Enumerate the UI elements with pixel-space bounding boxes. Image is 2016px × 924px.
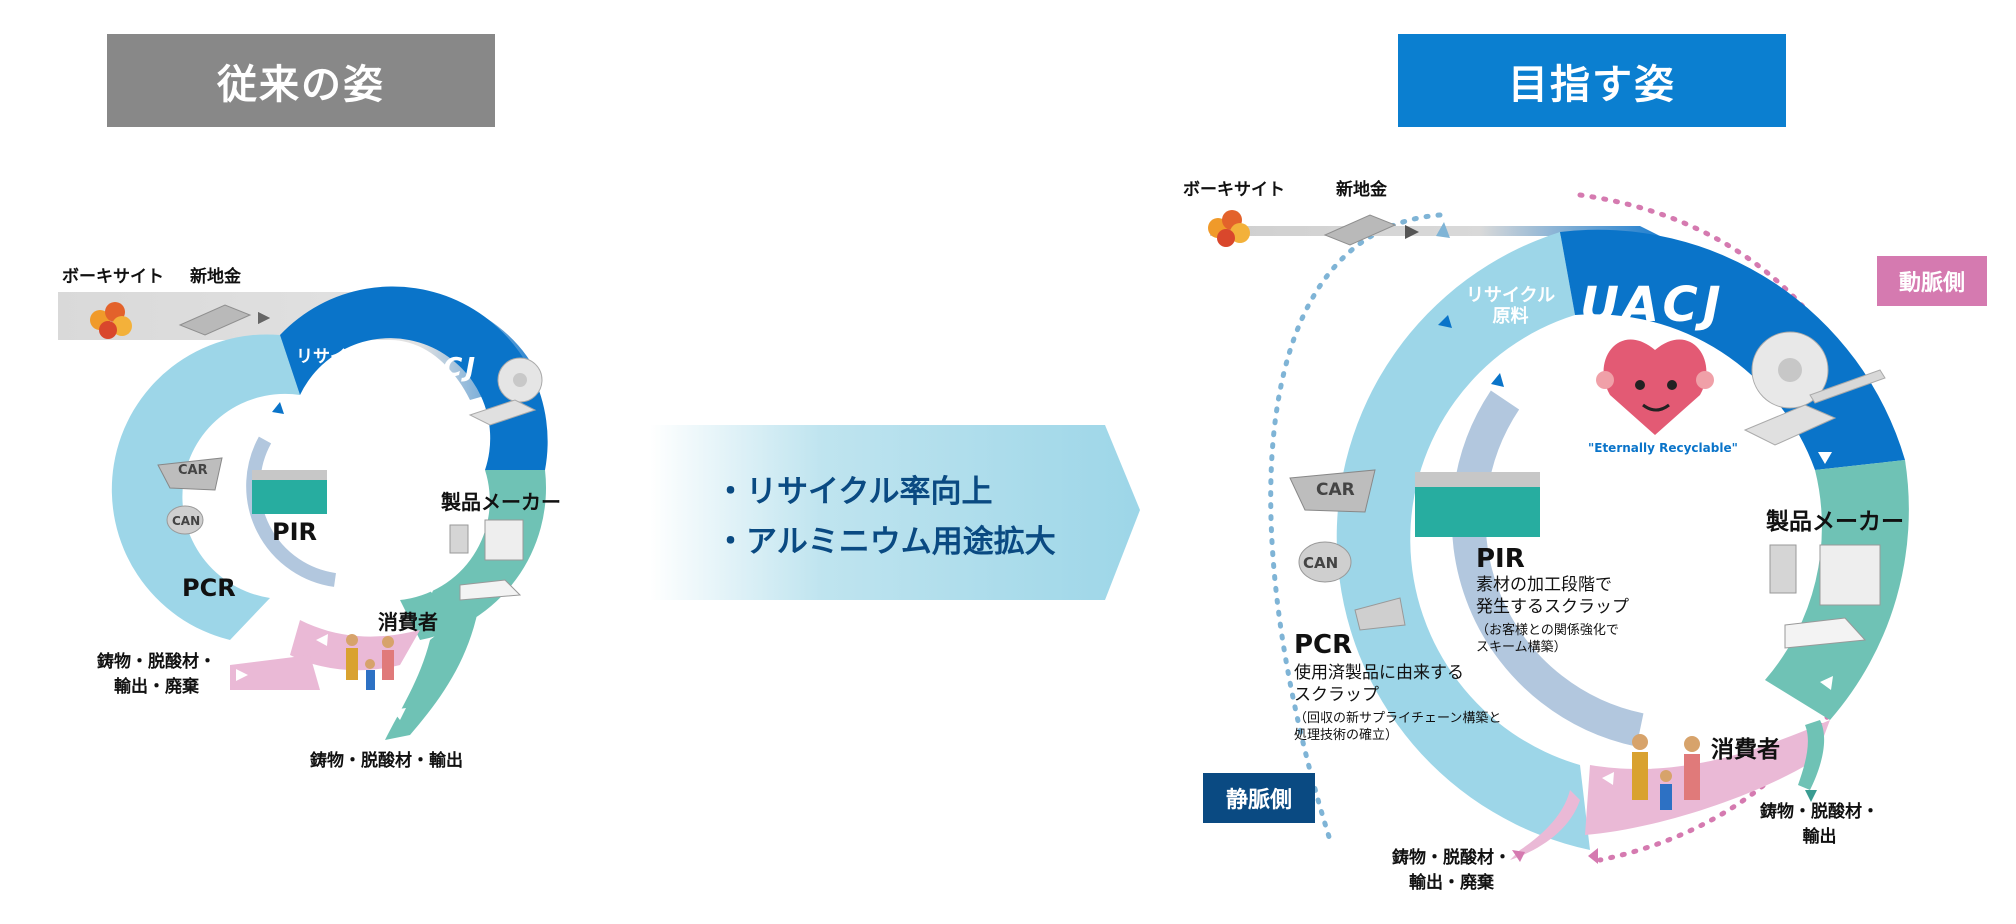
right-header: 目指す姿	[1398, 34, 1786, 127]
left-maker-label: 製品メーカー	[441, 490, 561, 514]
left-bauxite-label: ボーキサイト	[62, 267, 164, 287]
heart-mascot-icon	[1596, 339, 1714, 435]
left-can-label: CAN	[172, 514, 201, 528]
left-plates-icon	[468, 399, 537, 426]
right-bauxite-label: ボーキサイト	[1183, 180, 1285, 200]
left-ingot-label: 新地金	[190, 267, 241, 287]
left-car-icon	[157, 457, 223, 491]
right-cycle	[1208, 192, 1909, 864]
right-consumer-label: 消費者	[1711, 737, 1780, 763]
right-consumer-icon	[1632, 734, 1700, 810]
left-can-product-icon	[449, 524, 469, 554]
right-maker-label: 製品メーカー	[1766, 509, 1904, 535]
left-can-icon	[166, 505, 204, 535]
left-car-label: CAR	[178, 463, 208, 478]
left-building-icon	[484, 519, 524, 561]
right-tagline: "Eternally Recyclable"	[1588, 441, 1738, 455]
right-car-label: CAR	[1316, 480, 1355, 500]
center-bullet-2: ・アルミニウム用途拡大	[715, 524, 1056, 560]
left-car-product-icon	[459, 579, 522, 601]
left-cycle	[58, 286, 548, 740]
right-pcr-desc: 使用済製品に由来するスクラップ	[1294, 663, 1464, 706]
center-arrow	[650, 425, 1140, 600]
right-uacj-logo: UACJ	[1580, 277, 1726, 333]
left-ingot-icon	[178, 304, 252, 336]
left-consumer-icon	[346, 634, 394, 690]
left-uacj-logo: UACJ	[398, 353, 479, 383]
vein-side-tag: 静脈側	[1203, 773, 1315, 823]
right-scrap-icon	[1354, 597, 1406, 631]
right-ingot-icon	[1323, 214, 1397, 246]
left-output-bottom-label: 鋳物・脱酸材・輸出	[310, 751, 463, 771]
right-ingot-label: 新地金	[1336, 180, 1387, 200]
right-bauxite-icon	[1208, 210, 1250, 247]
left-header: 従来の姿	[107, 34, 495, 127]
left-bauxite-icon	[90, 302, 132, 339]
right-car-product-icon	[1784, 617, 1867, 649]
right-plates-icon	[1743, 404, 1837, 446]
right-can-icon	[1298, 541, 1352, 583]
right-can-label: CAN	[1303, 554, 1339, 572]
right-pcr-label: PCR	[1294, 630, 1353, 660]
right-car-icon	[1289, 469, 1376, 513]
center-bullet-1: ・リサイクル率向上	[715, 474, 993, 510]
right-bars-icon	[1809, 369, 1886, 404]
left-consumer-label: 消費者	[378, 610, 438, 634]
right-pir-box-icon	[1415, 472, 1540, 537]
right-output-right-label: 鋳物・脱酸材・輸出	[1760, 802, 1879, 847]
right-can-product-icon	[1769, 544, 1797, 594]
right-building-icon	[1819, 544, 1881, 606]
left-pir-box-icon	[252, 470, 327, 514]
left-output-left-label: 鋳物・脱酸材・輸出・廃棄	[97, 652, 216, 697]
artery-side-tag: 動脈側	[1877, 256, 1987, 306]
left-pcr-label: PCR	[182, 574, 236, 602]
right-output-bottom-label: 鋳物・脱酸材・輸出・廃棄	[1392, 848, 1511, 893]
right-recycle-label: リサイクル原料	[1466, 285, 1556, 327]
left-pir-label: PIR	[272, 518, 317, 546]
right-coil-icon	[1751, 331, 1829, 409]
left-coil-icon	[497, 357, 543, 403]
right-pcr-note: （回収の新サプライチェーン構築と処理技術の確立）	[1294, 711, 1502, 743]
right-pir-note: （お客様との関係強化でスキーム構築）	[1476, 623, 1619, 655]
left-recycle-label: リサイクル原料	[296, 347, 381, 387]
right-pir-desc: 素材の加工段階で発生するスクラップ	[1476, 575, 1629, 618]
right-pir-label: PIR	[1476, 544, 1525, 574]
